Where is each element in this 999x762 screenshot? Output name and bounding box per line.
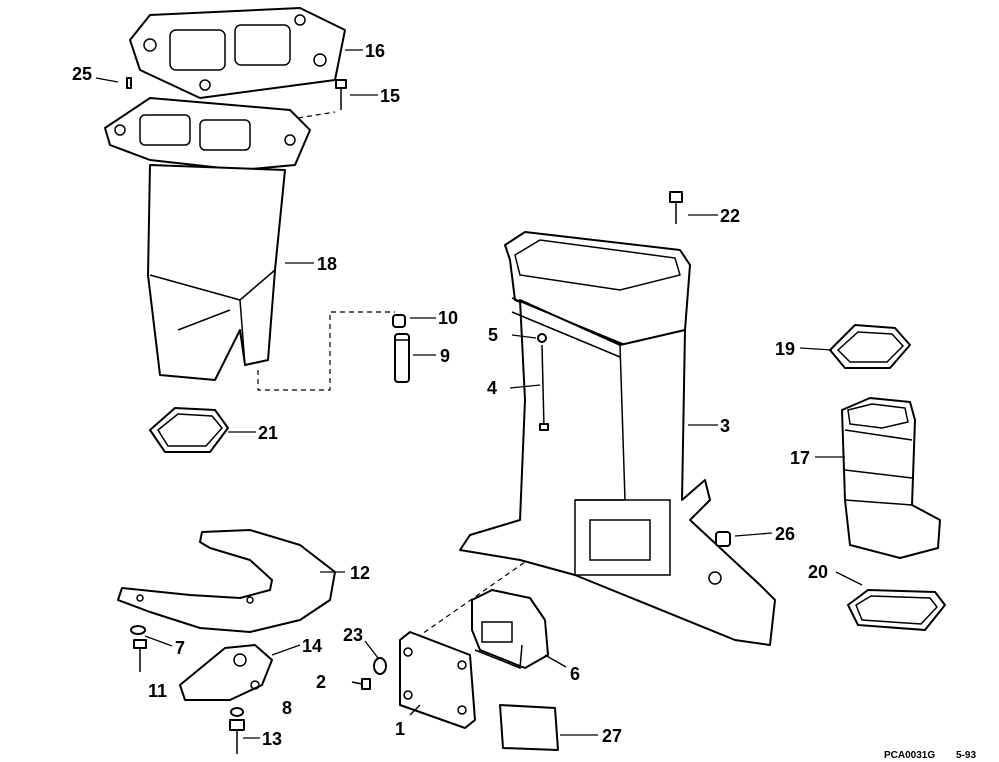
part-12-anti-ventilation-plate <box>117 529 336 633</box>
callout-1: 1 <box>395 719 405 739</box>
part-8-washer <box>230 707 244 717</box>
callout-8: 8 <box>282 698 292 718</box>
part-11-screw <box>133 639 147 672</box>
callout-12: 12 <box>350 563 370 583</box>
figure-date: 5-93 <box>956 750 976 761</box>
part-25-pin <box>126 77 132 89</box>
part-16-gasket <box>129 7 346 99</box>
callout-11: 11 <box>148 681 167 701</box>
callout-16: 16 <box>365 41 385 61</box>
callout-20: 20 <box>808 562 828 582</box>
callout-27: 27 <box>602 726 622 746</box>
callout-18: 18 <box>317 254 337 274</box>
callout-25: 25 <box>72 64 92 84</box>
part-22-bolt <box>669 191 683 224</box>
part-9-tube <box>394 333 410 383</box>
dashed-leader-cover-lower <box>401 519 586 649</box>
part-20-seal <box>847 589 946 631</box>
callout-2: 2 <box>316 672 326 692</box>
part-19-seal <box>829 324 911 369</box>
callout-19: 19 <box>775 339 795 359</box>
callout-15: 15 <box>380 86 400 106</box>
callout-6: 6 <box>570 664 580 684</box>
part-13-bolt <box>229 719 245 754</box>
part-27-decal <box>499 704 559 751</box>
part-5-washer <box>537 333 547 343</box>
callout-10: 10 <box>438 308 458 328</box>
part-14-bracket <box>179 644 273 701</box>
callout-14: 14 <box>302 636 322 656</box>
callout-26: 26 <box>775 524 795 544</box>
leader-lines <box>95 49 863 739</box>
part-23-washer <box>373 657 387 675</box>
part-15-bolt <box>335 79 347 110</box>
callout-5: 5 <box>488 325 498 345</box>
callout-17: 17 <box>790 448 810 468</box>
part-18-adapter <box>104 97 311 381</box>
part-26-plug <box>715 531 731 547</box>
part-6-mount <box>471 589 549 670</box>
dashed-leader-16-18 <box>297 111 336 119</box>
part-7-washer <box>130 625 146 635</box>
part-3-driveshaft-housing <box>459 231 776 646</box>
part-2-screw <box>351 678 371 690</box>
callout-13: 13 <box>262 729 282 749</box>
callout-7: 7 <box>175 638 185 658</box>
part-21-seal <box>149 407 229 453</box>
dashed-leader-18-9 <box>257 311 395 391</box>
callout-3: 3 <box>720 416 730 436</box>
part-1-cover <box>399 631 476 729</box>
callout-21: 21 <box>258 423 278 443</box>
callout-4: 4 <box>487 378 497 398</box>
part-17-exhaust-tube <box>841 397 941 559</box>
figure-code: PCA0031G <box>884 750 935 761</box>
callout-9: 9 <box>440 346 450 366</box>
part-10-grommet <box>392 314 406 328</box>
callout-22: 22 <box>720 206 740 226</box>
part-4-stud <box>539 344 549 431</box>
callout-23: 23 <box>343 625 363 645</box>
